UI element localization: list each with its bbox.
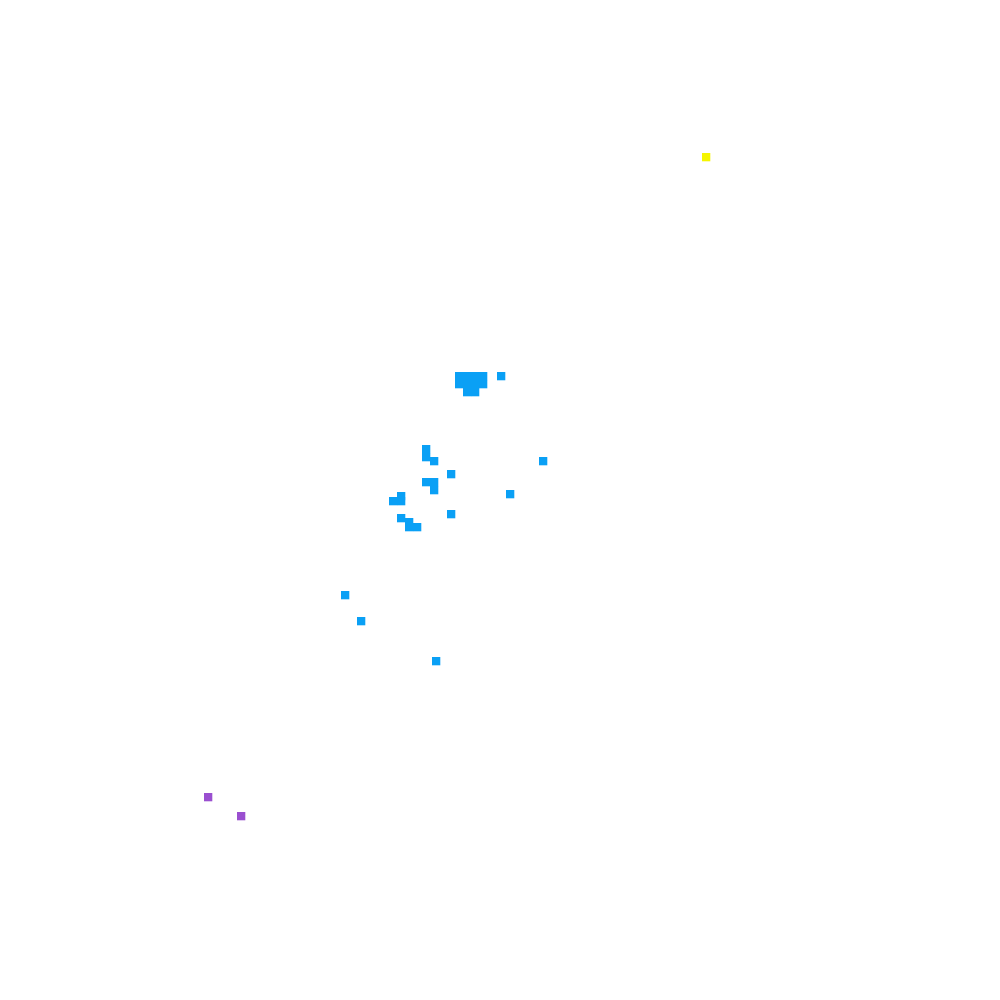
pixel-cell	[471, 388, 480, 397]
pixel-cell	[506, 490, 515, 499]
pixel-cell	[479, 380, 488, 389]
pixel-cell	[413, 523, 422, 532]
pixel-cell	[432, 657, 441, 666]
pixel-cell	[397, 514, 406, 523]
pixel-cell	[341, 591, 350, 600]
pixel-cell	[447, 510, 456, 519]
pixel-cell	[539, 457, 548, 466]
pixel-cell	[455, 380, 464, 389]
cluster-cells	[341, 372, 548, 666]
pixel-cell	[447, 470, 456, 479]
pixel-cell	[422, 478, 431, 487]
pixel-cell	[463, 388, 472, 397]
pixel-cell	[405, 518, 414, 527]
pixel-cell	[471, 372, 480, 381]
pixel-cell	[397, 492, 406, 501]
highlight-cells	[702, 153, 711, 162]
pixel-cell	[702, 153, 711, 162]
pixel-cell	[389, 497, 398, 506]
pixel-cell	[397, 497, 406, 506]
pixel-cell	[204, 793, 213, 802]
pixel-cell	[455, 372, 464, 381]
pixel-cell	[422, 445, 431, 454]
pixel-cell	[237, 812, 246, 821]
pixel-cell	[430, 486, 439, 495]
outlier-cells	[204, 793, 246, 821]
pixel-cell	[430, 478, 439, 487]
pixel-cell	[405, 523, 414, 532]
pixel-cell	[479, 372, 488, 381]
pixel-cell	[430, 457, 439, 466]
pixel-cell	[357, 617, 366, 626]
pixel-cell	[463, 372, 472, 381]
pixel-cell	[497, 372, 506, 381]
pixel-cell	[471, 380, 480, 389]
cells-layer	[204, 153, 711, 821]
pixel-cell	[422, 453, 431, 462]
pixel-cell	[463, 380, 472, 389]
